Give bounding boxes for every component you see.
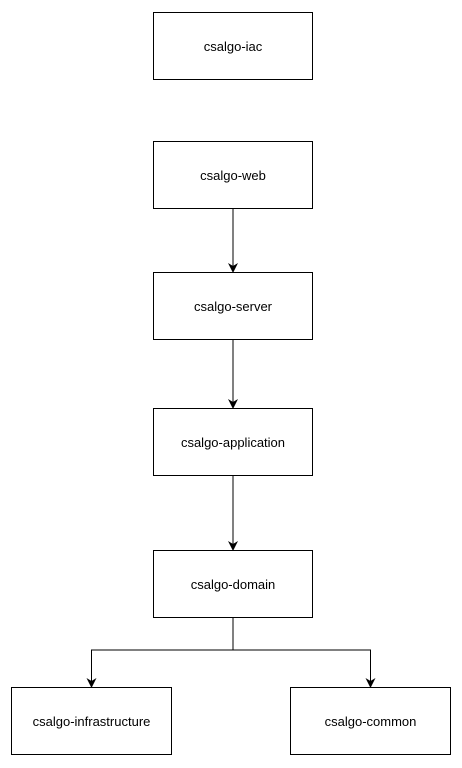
node-csalgo-infrastructure[interactable]: csalgo-infrastructure	[11, 687, 172, 755]
node-csalgo-common[interactable]: csalgo-common	[290, 687, 451, 755]
edge-domain-to-common	[232, 618, 376, 688]
node-csalgo-web[interactable]: csalgo-web	[153, 141, 313, 209]
edge-domain-to-infrastructure	[86, 618, 234, 688]
node-csalgo-server[interactable]: csalgo-server	[153, 272, 313, 340]
node-csalgo-domain[interactable]: csalgo-domain	[153, 550, 313, 618]
node-csalgo-application[interactable]: csalgo-application	[153, 408, 313, 476]
node-csalgo-iac[interactable]: csalgo-iac	[153, 12, 313, 80]
